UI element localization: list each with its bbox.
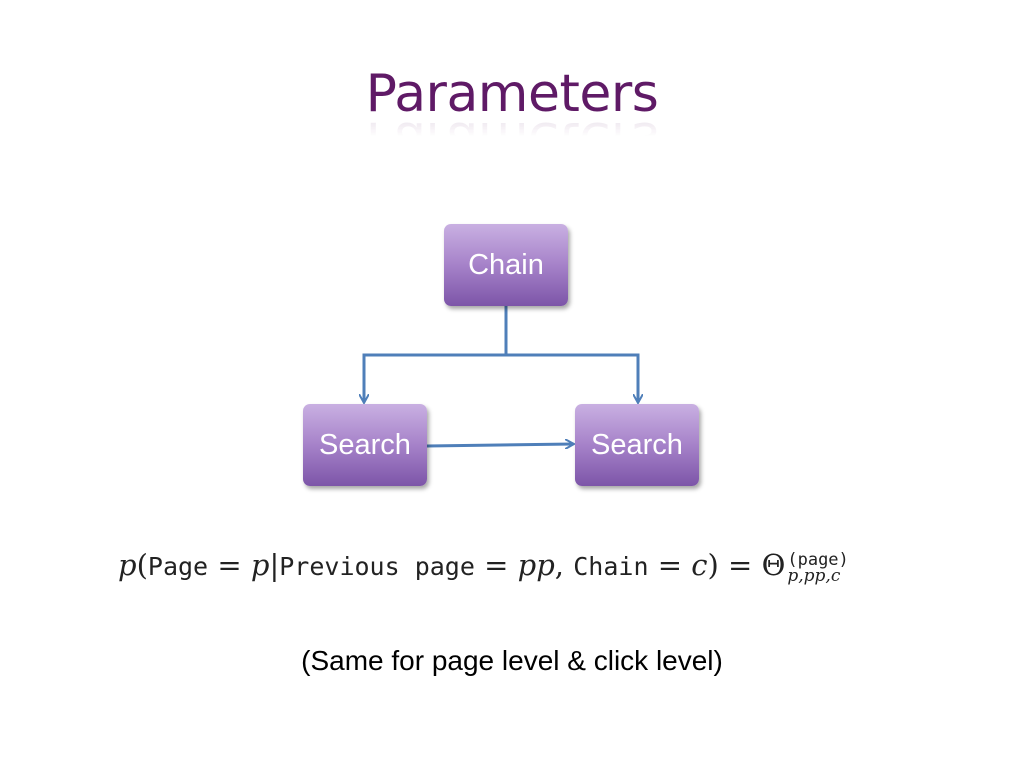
- formula-equals-1: =: [208, 548, 251, 582]
- formula-equals-3: =: [648, 548, 692, 582]
- slide-title-area: Parameters: [0, 62, 1024, 152]
- formula-theta: Θ: [761, 548, 786, 582]
- formula-previous-page-keyword: Previous page: [279, 552, 475, 581]
- edge-search-left-to-search-right: [426, 444, 573, 446]
- node-chain[interactable]: Chain: [444, 224, 568, 306]
- formula-close-paren: ): [707, 548, 719, 582]
- formula-theta-scripts: (page)p,pp,c: [787, 550, 849, 586]
- formula-subscript: p,pp,c: [787, 566, 841, 586]
- formula-c-value: c: [691, 548, 708, 582]
- node-search-left[interactable]: Search: [303, 404, 427, 486]
- edge-chain-to-search-left: [364, 306, 508, 402]
- formula-open-paren: (: [136, 548, 148, 582]
- formula-equals-4: =: [718, 548, 762, 582]
- slide-title: Parameters: [365, 64, 659, 124]
- formula-comma: ,: [554, 548, 574, 582]
- formula-chain-keyword: Chain: [573, 552, 649, 581]
- formula-p-value: p: [250, 548, 270, 582]
- node-search-right[interactable]: Search: [575, 404, 699, 486]
- formula-superscript: (page): [787, 550, 849, 570]
- formula-p: p: [118, 548, 137, 582]
- formula-equals-2: =: [474, 548, 518, 582]
- formula-page-keyword: Page: [147, 552, 209, 581]
- formula-bar: |: [269, 548, 280, 582]
- formula-pp-value: pp: [517, 548, 555, 582]
- edge-chain-to-search-right: [506, 353, 638, 402]
- slide-caption: (Same for page level & click level): [301, 645, 723, 676]
- probability-formula: p(Page = p|Previous page = pp, Chain = c…: [118, 548, 938, 600]
